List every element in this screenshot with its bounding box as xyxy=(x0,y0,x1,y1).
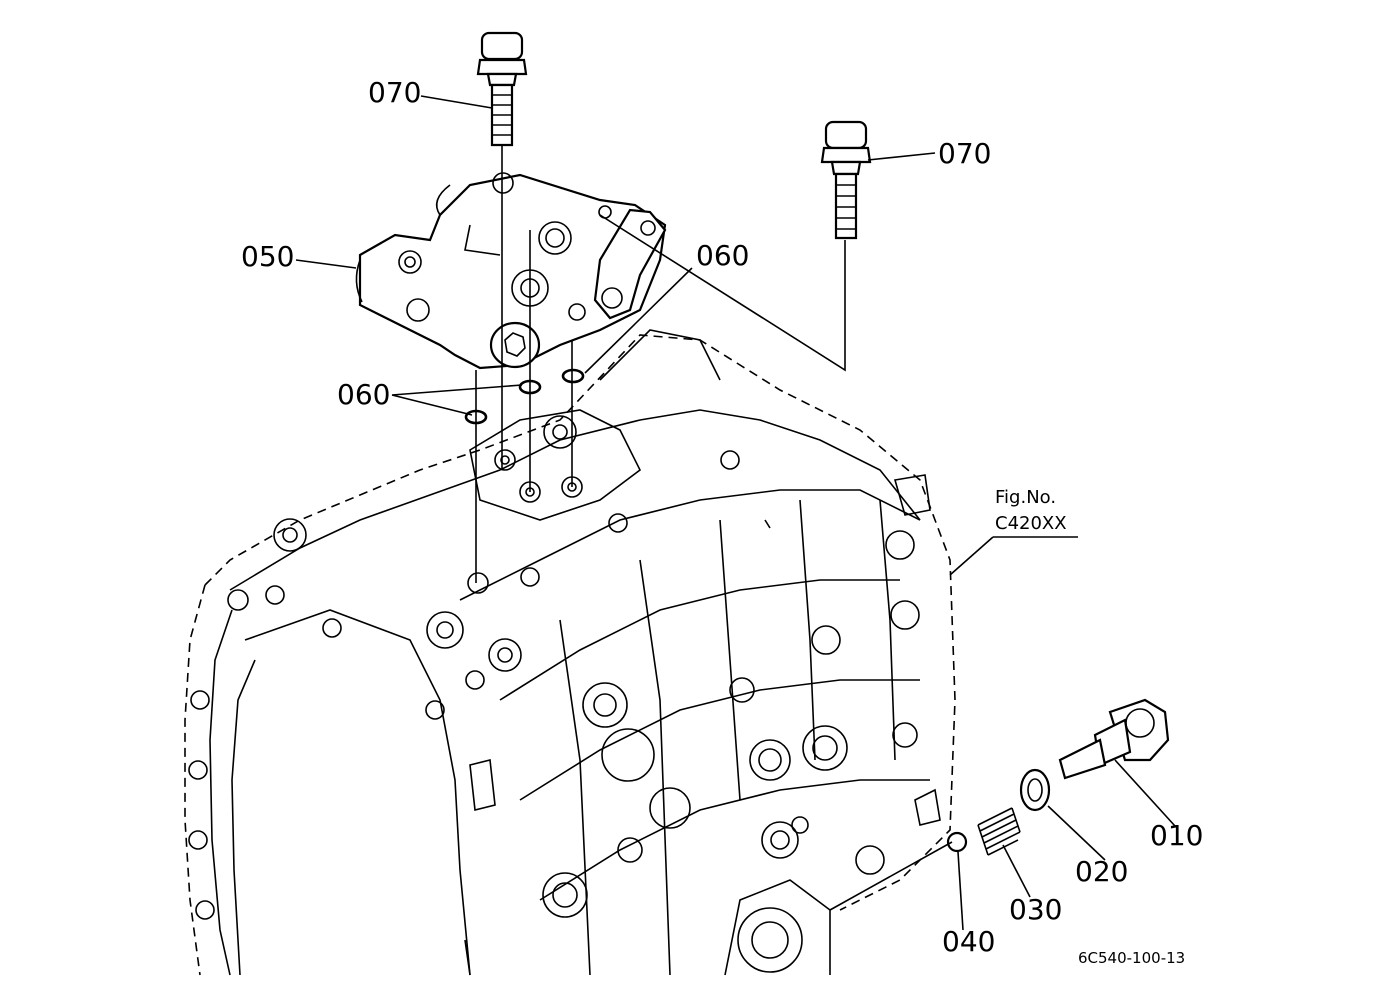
callout-060-right: 060 xyxy=(696,239,750,272)
callout-060-left: 060 xyxy=(337,378,391,411)
callout-030: 030 xyxy=(1009,893,1063,926)
callout-040: 040 xyxy=(942,925,996,958)
drawing-code: 6C540-100-13 xyxy=(1078,949,1186,967)
callout-070-right: 070 xyxy=(938,137,992,170)
ball-040 xyxy=(946,831,968,853)
figure-label: Fig.No. xyxy=(995,487,1057,508)
callout-050: 050 xyxy=(241,240,295,273)
callout-010: 010 xyxy=(1150,819,1204,852)
bolt-070-right xyxy=(820,120,872,240)
bolt-070-top xyxy=(476,31,528,147)
transmission-case xyxy=(184,329,956,976)
washer-020 xyxy=(1019,768,1051,812)
callout-070-top: 070 xyxy=(368,76,422,109)
figure-number: C420XX xyxy=(995,513,1067,534)
leader-lines xyxy=(295,95,1176,931)
plug-010 xyxy=(1058,698,1170,780)
spring-030 xyxy=(977,807,1021,856)
valve-assembly-050 xyxy=(355,172,667,370)
o-rings-060 xyxy=(464,368,585,425)
callout-020: 020 xyxy=(1075,855,1129,888)
